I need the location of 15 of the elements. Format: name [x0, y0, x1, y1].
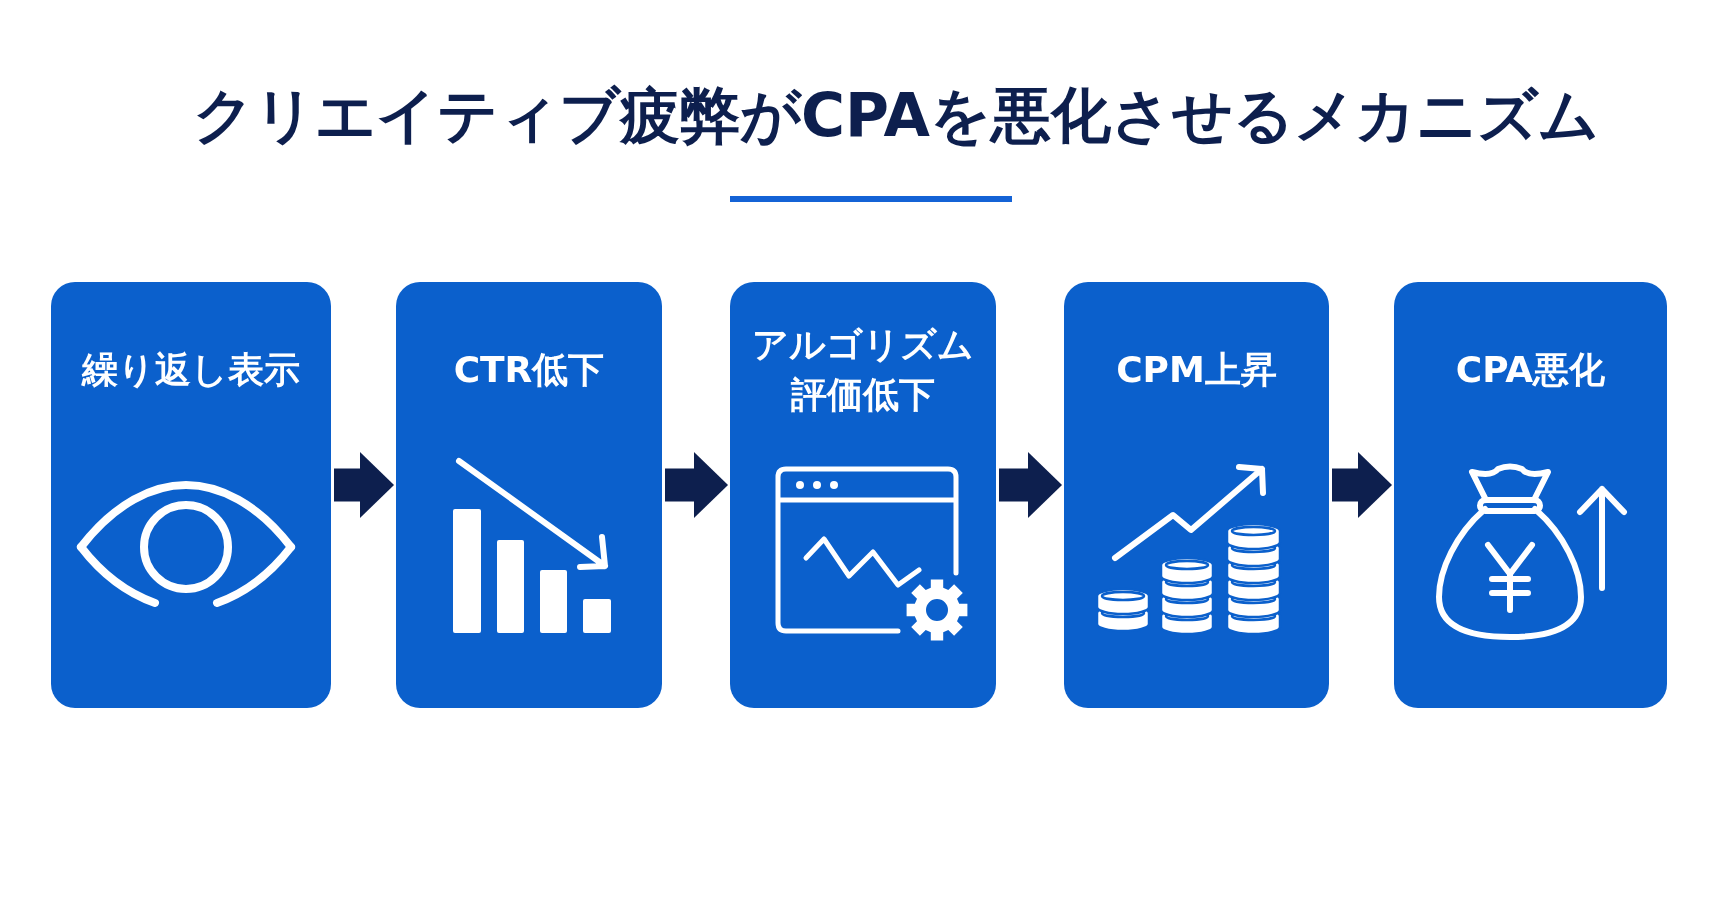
step-title: CTR低下 — [453, 348, 605, 393]
step-title: 繰り返し表示 — [82, 348, 300, 393]
arrow — [1332, 452, 1392, 518]
step-box — [1394, 282, 1667, 708]
arrow — [999, 452, 1062, 518]
step-box — [730, 282, 996, 708]
step-title: CPM上昇 — [1116, 348, 1277, 393]
arrow — [334, 452, 394, 518]
arrow — [665, 452, 728, 518]
step-box — [1064, 282, 1329, 708]
step-box — [51, 282, 331, 708]
step-title: CPA悪化 — [1455, 348, 1606, 393]
title: クリエイティブ疲弊がCPAを悪化させるメカニズム — [193, 79, 1599, 152]
step-title: アルゴリズム評価低下 — [751, 323, 975, 417]
step-box — [396, 282, 662, 708]
